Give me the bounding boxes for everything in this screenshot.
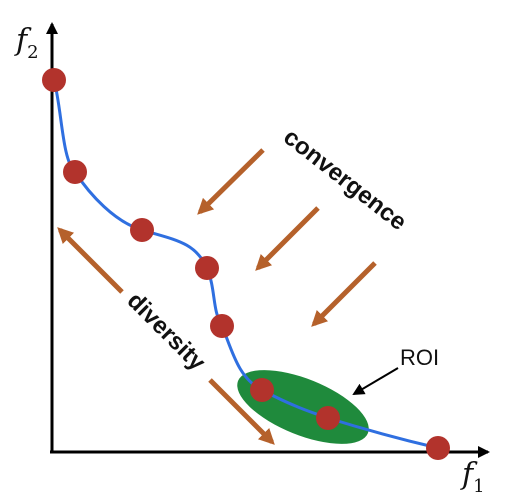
solution-point bbox=[42, 68, 66, 92]
solution-point bbox=[63, 160, 87, 184]
convergence-arrow bbox=[197, 148, 265, 215]
solution-point bbox=[316, 406, 340, 430]
diversity-arrow-up bbox=[57, 227, 124, 294]
solution-point bbox=[195, 256, 219, 280]
convergence-label: convergence bbox=[278, 123, 411, 235]
solution-point bbox=[130, 218, 154, 242]
solution-points bbox=[42, 68, 450, 460]
convergence-arrow bbox=[311, 261, 377, 327]
convergence-arrow bbox=[255, 206, 320, 271]
solution-point bbox=[426, 436, 450, 460]
solution-point bbox=[210, 314, 234, 338]
roi-pointer-arrow bbox=[352, 367, 399, 396]
diversity-arrow-down bbox=[208, 378, 275, 445]
diversity-label: diversity bbox=[122, 287, 211, 376]
y-axis-label: f2 bbox=[14, 23, 39, 63]
solution-point bbox=[250, 378, 274, 402]
x-axis-label: f1 bbox=[460, 457, 485, 497]
roi-region bbox=[237, 370, 369, 444]
roi-label: ROI bbox=[400, 345, 439, 370]
